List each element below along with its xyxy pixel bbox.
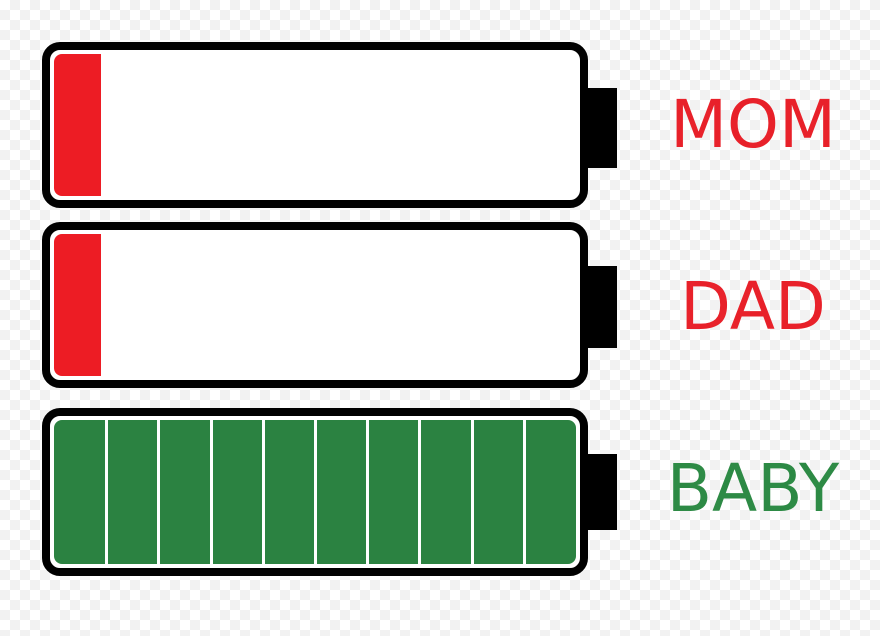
battery-label: DAD: [680, 268, 826, 345]
battery-terminal: [586, 266, 617, 348]
battery-body: [42, 222, 588, 388]
battery-dad: DAD: [0, 222, 880, 422]
cell-divider: [105, 420, 108, 564]
battery-terminal: [586, 454, 617, 530]
battery-label: BABY: [666, 450, 840, 527]
battery-cells: [54, 420, 576, 564]
cell-divider: [523, 420, 526, 564]
battery-terminal: [586, 88, 617, 168]
cell-divider: [210, 420, 213, 564]
battery-body: [42, 408, 588, 576]
cell-divider: [262, 420, 265, 564]
battery-charge-fill: [54, 234, 101, 376]
cell-divider: [471, 420, 474, 564]
cell-divider: [366, 420, 369, 564]
cell-divider: [157, 420, 160, 564]
battery-baby: BABY: [0, 408, 880, 608]
battery-charge-fill: [54, 54, 101, 196]
cell-divider: [314, 420, 317, 564]
cell-divider: [418, 420, 421, 564]
battery-label: MOM: [670, 86, 836, 163]
battery-mom: MOM: [0, 42, 880, 242]
battery-body: [42, 42, 588, 208]
